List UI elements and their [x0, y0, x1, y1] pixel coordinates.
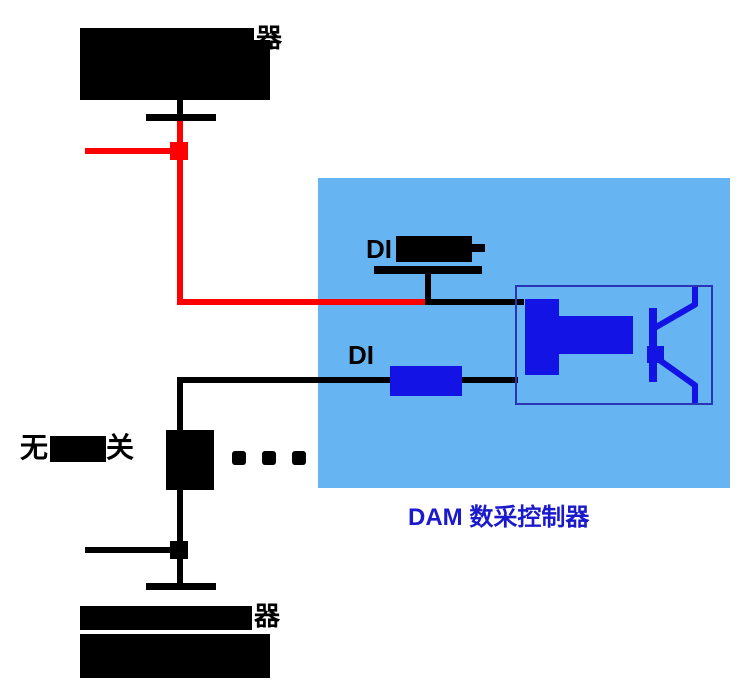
di-bottom-resistor [390, 366, 462, 396]
top-terminal-bar [146, 114, 216, 121]
red-wire-vertical [177, 121, 183, 305]
di-top-drop-wire [425, 272, 431, 305]
optocoupler-body [559, 316, 633, 354]
switch-body [166, 430, 214, 490]
di-top-wire-to-opto [430, 299, 524, 305]
red-wire-horizontal [180, 299, 430, 305]
top-device-box [80, 40, 270, 100]
ellipsis-dot-3 [292, 451, 306, 465]
top-device-stub-wire [177, 100, 183, 116]
dam-controller-panel [318, 178, 730, 488]
optocoupler-input-bar [525, 299, 559, 375]
optocoupler-symbol [515, 285, 713, 405]
di-bottom-label: DI [348, 340, 374, 370]
di-top-label-cover [396, 236, 472, 262]
phototransistor-collector-line [649, 301, 698, 333]
switch-label-right-char: 关 [106, 432, 135, 463]
switch-label-left-char: 无 [20, 432, 49, 463]
bottom-branch-left-wire [85, 547, 180, 553]
di-bottom-wire-left [180, 377, 390, 383]
ellipsis-dot-2 [262, 451, 276, 465]
phototransistor-emitter-node [647, 346, 664, 363]
bottom-terminal-bar [146, 583, 216, 590]
switch-bottom-wire [177, 490, 183, 586]
bottom-device-label-cover [80, 606, 252, 630]
di-top-dash [472, 244, 485, 252]
red-wire-junction-node [170, 142, 188, 160]
switch-top-wire [177, 377, 183, 432]
ellipsis-dot-1 [232, 451, 246, 465]
di-top-label: DI [366, 234, 392, 264]
dam-controller-label: DAM 数采控制器 [408, 504, 590, 531]
switch-label-cover [50, 436, 106, 462]
red-wire-branch-left [85, 148, 180, 154]
optocoupler-outline [515, 285, 713, 405]
bottom-device-label-char: 器 [254, 601, 281, 631]
di-top-terminal-bar [374, 266, 482, 274]
di-bottom-wire-right [462, 377, 518, 383]
bottom-device-box [80, 634, 270, 678]
